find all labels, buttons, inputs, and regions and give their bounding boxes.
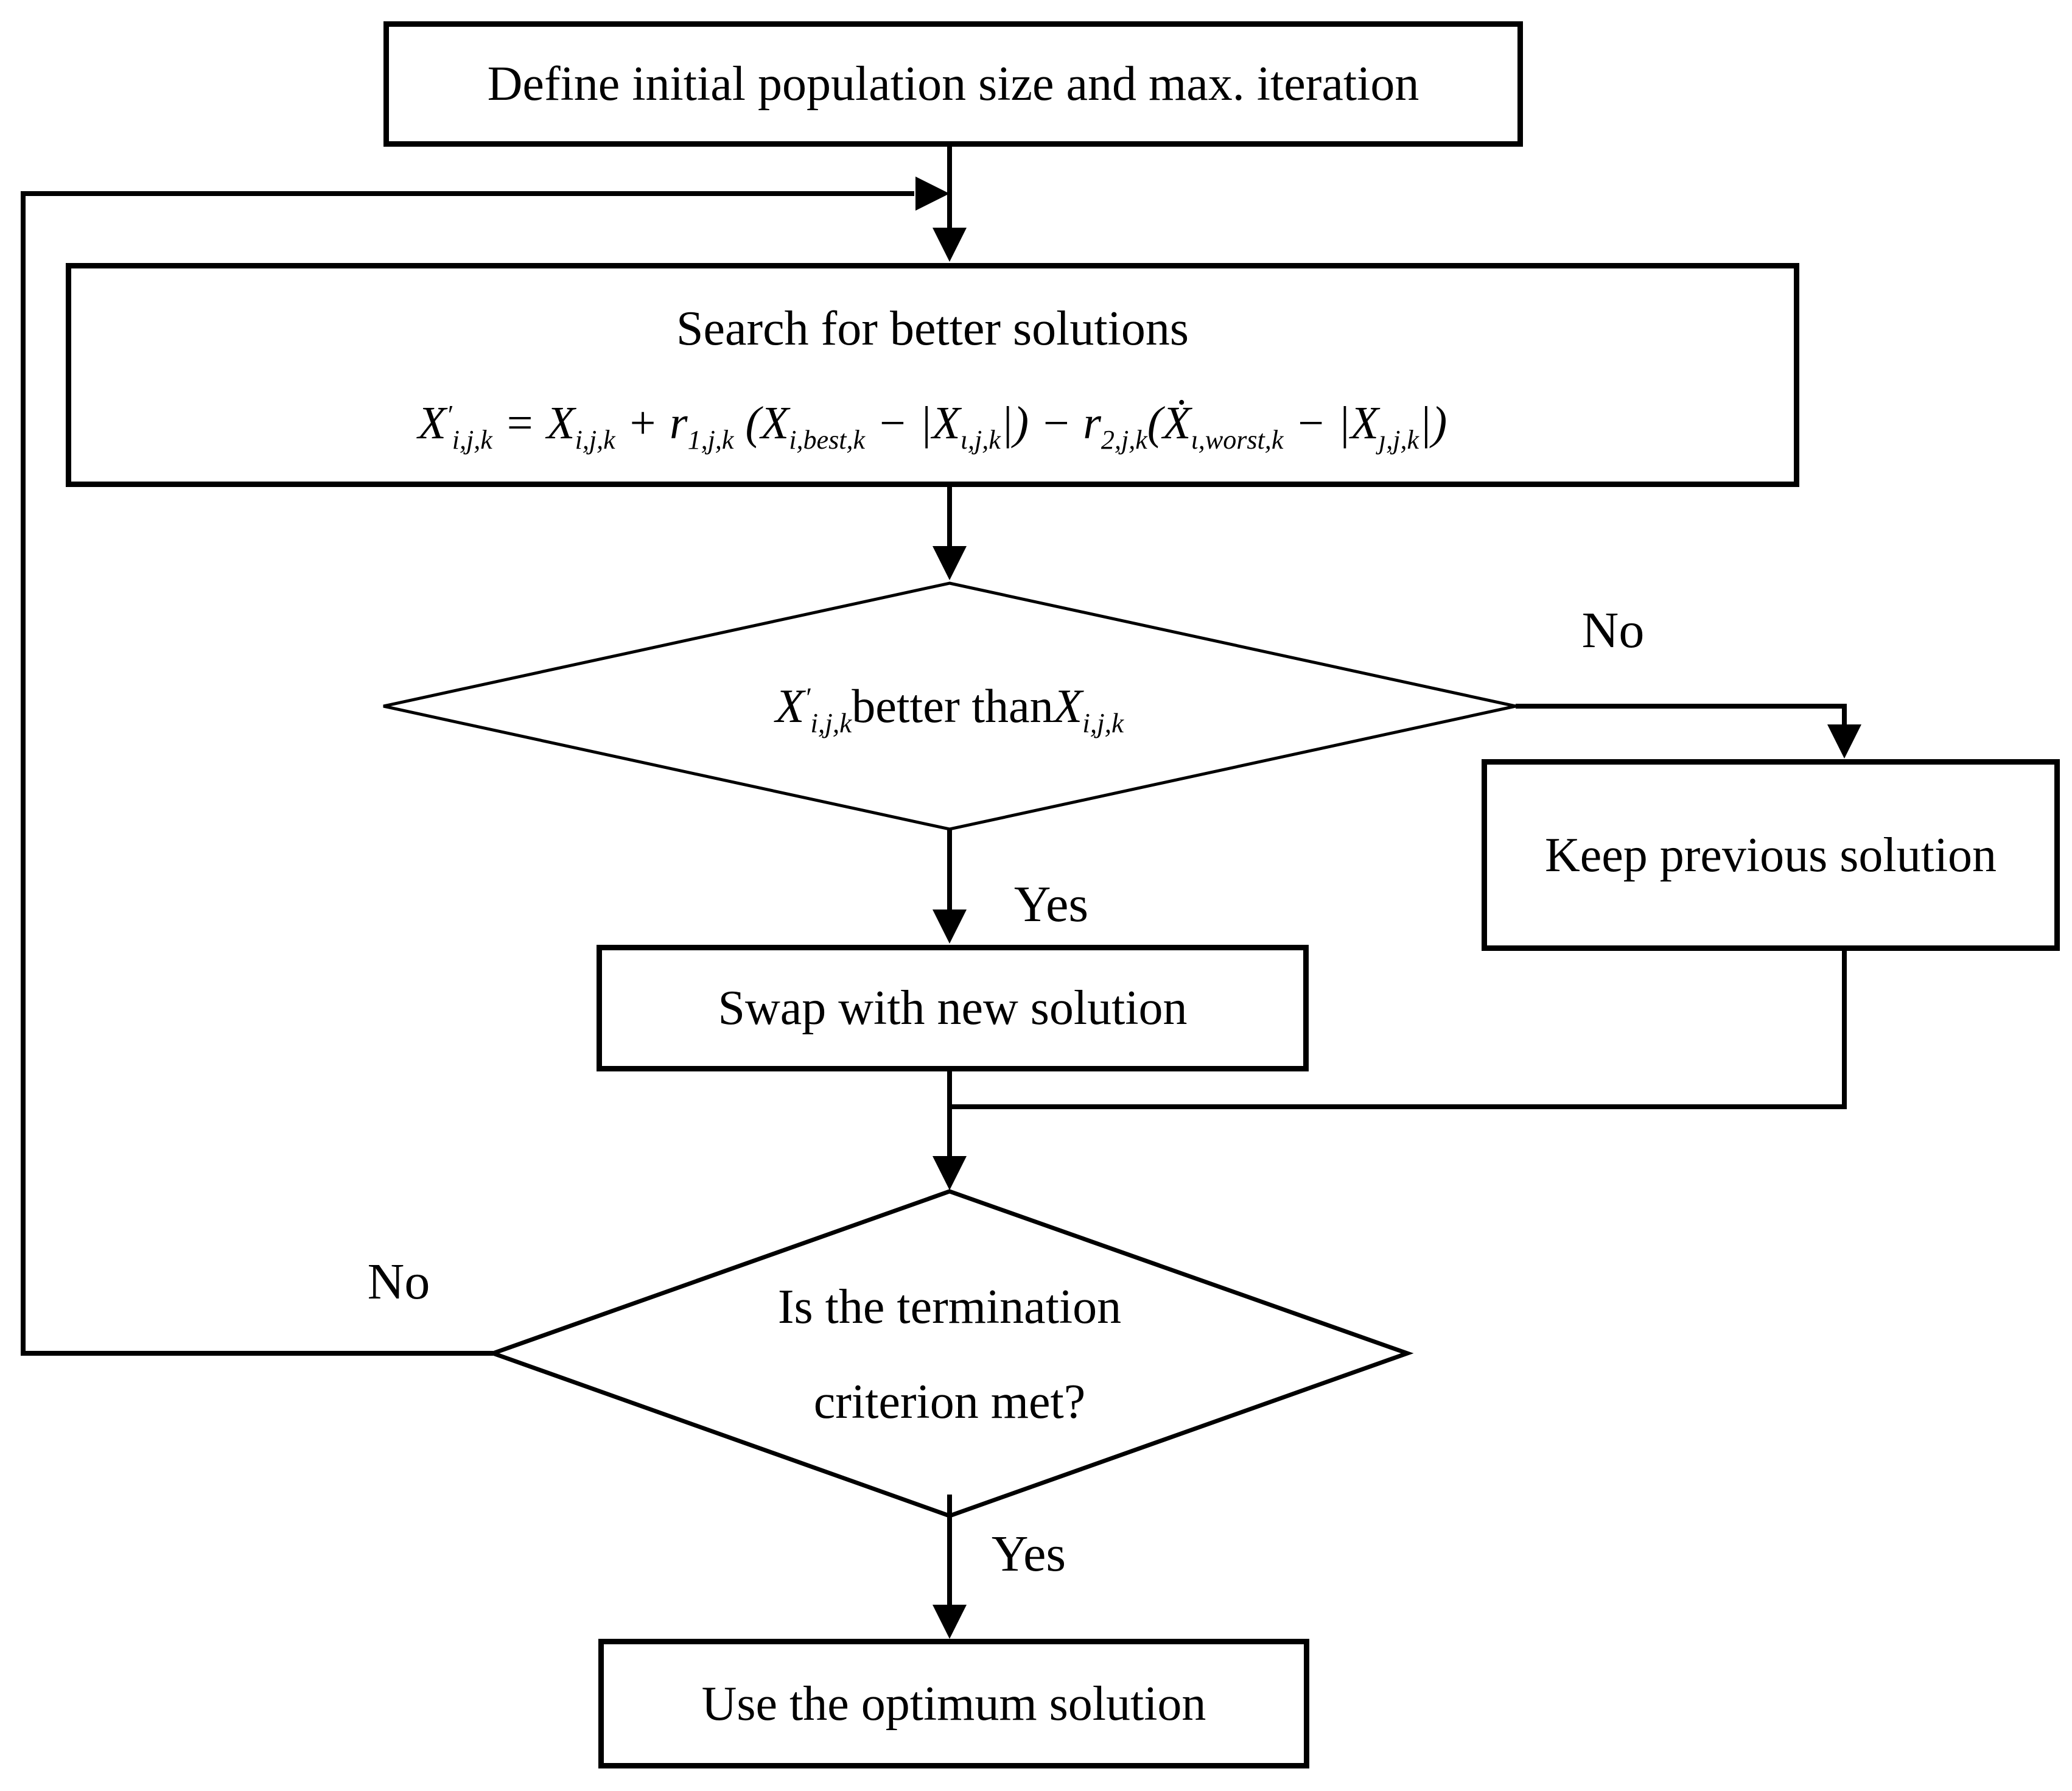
swap-new-solution-label: Swap with new solution <box>718 981 1188 1035</box>
use-optimum-solution-box: Use the optimum solution <box>598 1639 1309 1768</box>
arrowhead-into-swap <box>933 910 967 944</box>
arrowhead-into-search <box>933 228 967 262</box>
edge-keep-merge <box>950 951 1847 1109</box>
edge-decision1-no <box>1516 704 1847 724</box>
keep-previous-solution-box: Keep previous solution <box>1482 759 2060 951</box>
arrowhead-into-decision1 <box>933 546 967 580</box>
arrowhead-into-keep <box>1827 724 1861 759</box>
use-optimum-solution-label: Use the optimum solution <box>701 1677 1206 1731</box>
arrowhead-loop-junction <box>915 177 950 211</box>
search-solutions-title: Search for better solutions <box>676 301 1189 356</box>
decision1-no-label: No <box>1581 601 1645 659</box>
swap-new-solution-box: Swap with new solution <box>597 945 1309 1071</box>
search-solutions-box: Search for better solutions X′i,j,k = Xi… <box>66 263 1799 487</box>
define-population-box: Define initial population size and max. … <box>383 21 1523 147</box>
decision2-yes-label: Yes <box>991 1525 1066 1582</box>
arrowhead-into-use <box>933 1605 967 1639</box>
decision1-label: X′i,j,k better than Xi,j,k <box>775 679 1124 739</box>
define-population-label: Define initial population size and max. … <box>487 57 1419 111</box>
jaya-update-formula: X′i,j,k = Xi,j,k + r1,j,k (Xi,best,k − |… <box>418 397 1447 455</box>
decision2-label: Is the termination criterion met? <box>777 1280 1122 1429</box>
search-solutions-content: Search for better solutions X′i,j,k = Xi… <box>71 298 1794 455</box>
decision1-yes-label: Yes <box>1013 875 1089 933</box>
arrowhead-into-decision2 <box>933 1156 967 1190</box>
decision2-no-label: No <box>367 1253 430 1310</box>
edge-loop-back <box>21 191 914 1356</box>
keep-previous-solution-label: Keep previous solution <box>1544 828 1997 882</box>
